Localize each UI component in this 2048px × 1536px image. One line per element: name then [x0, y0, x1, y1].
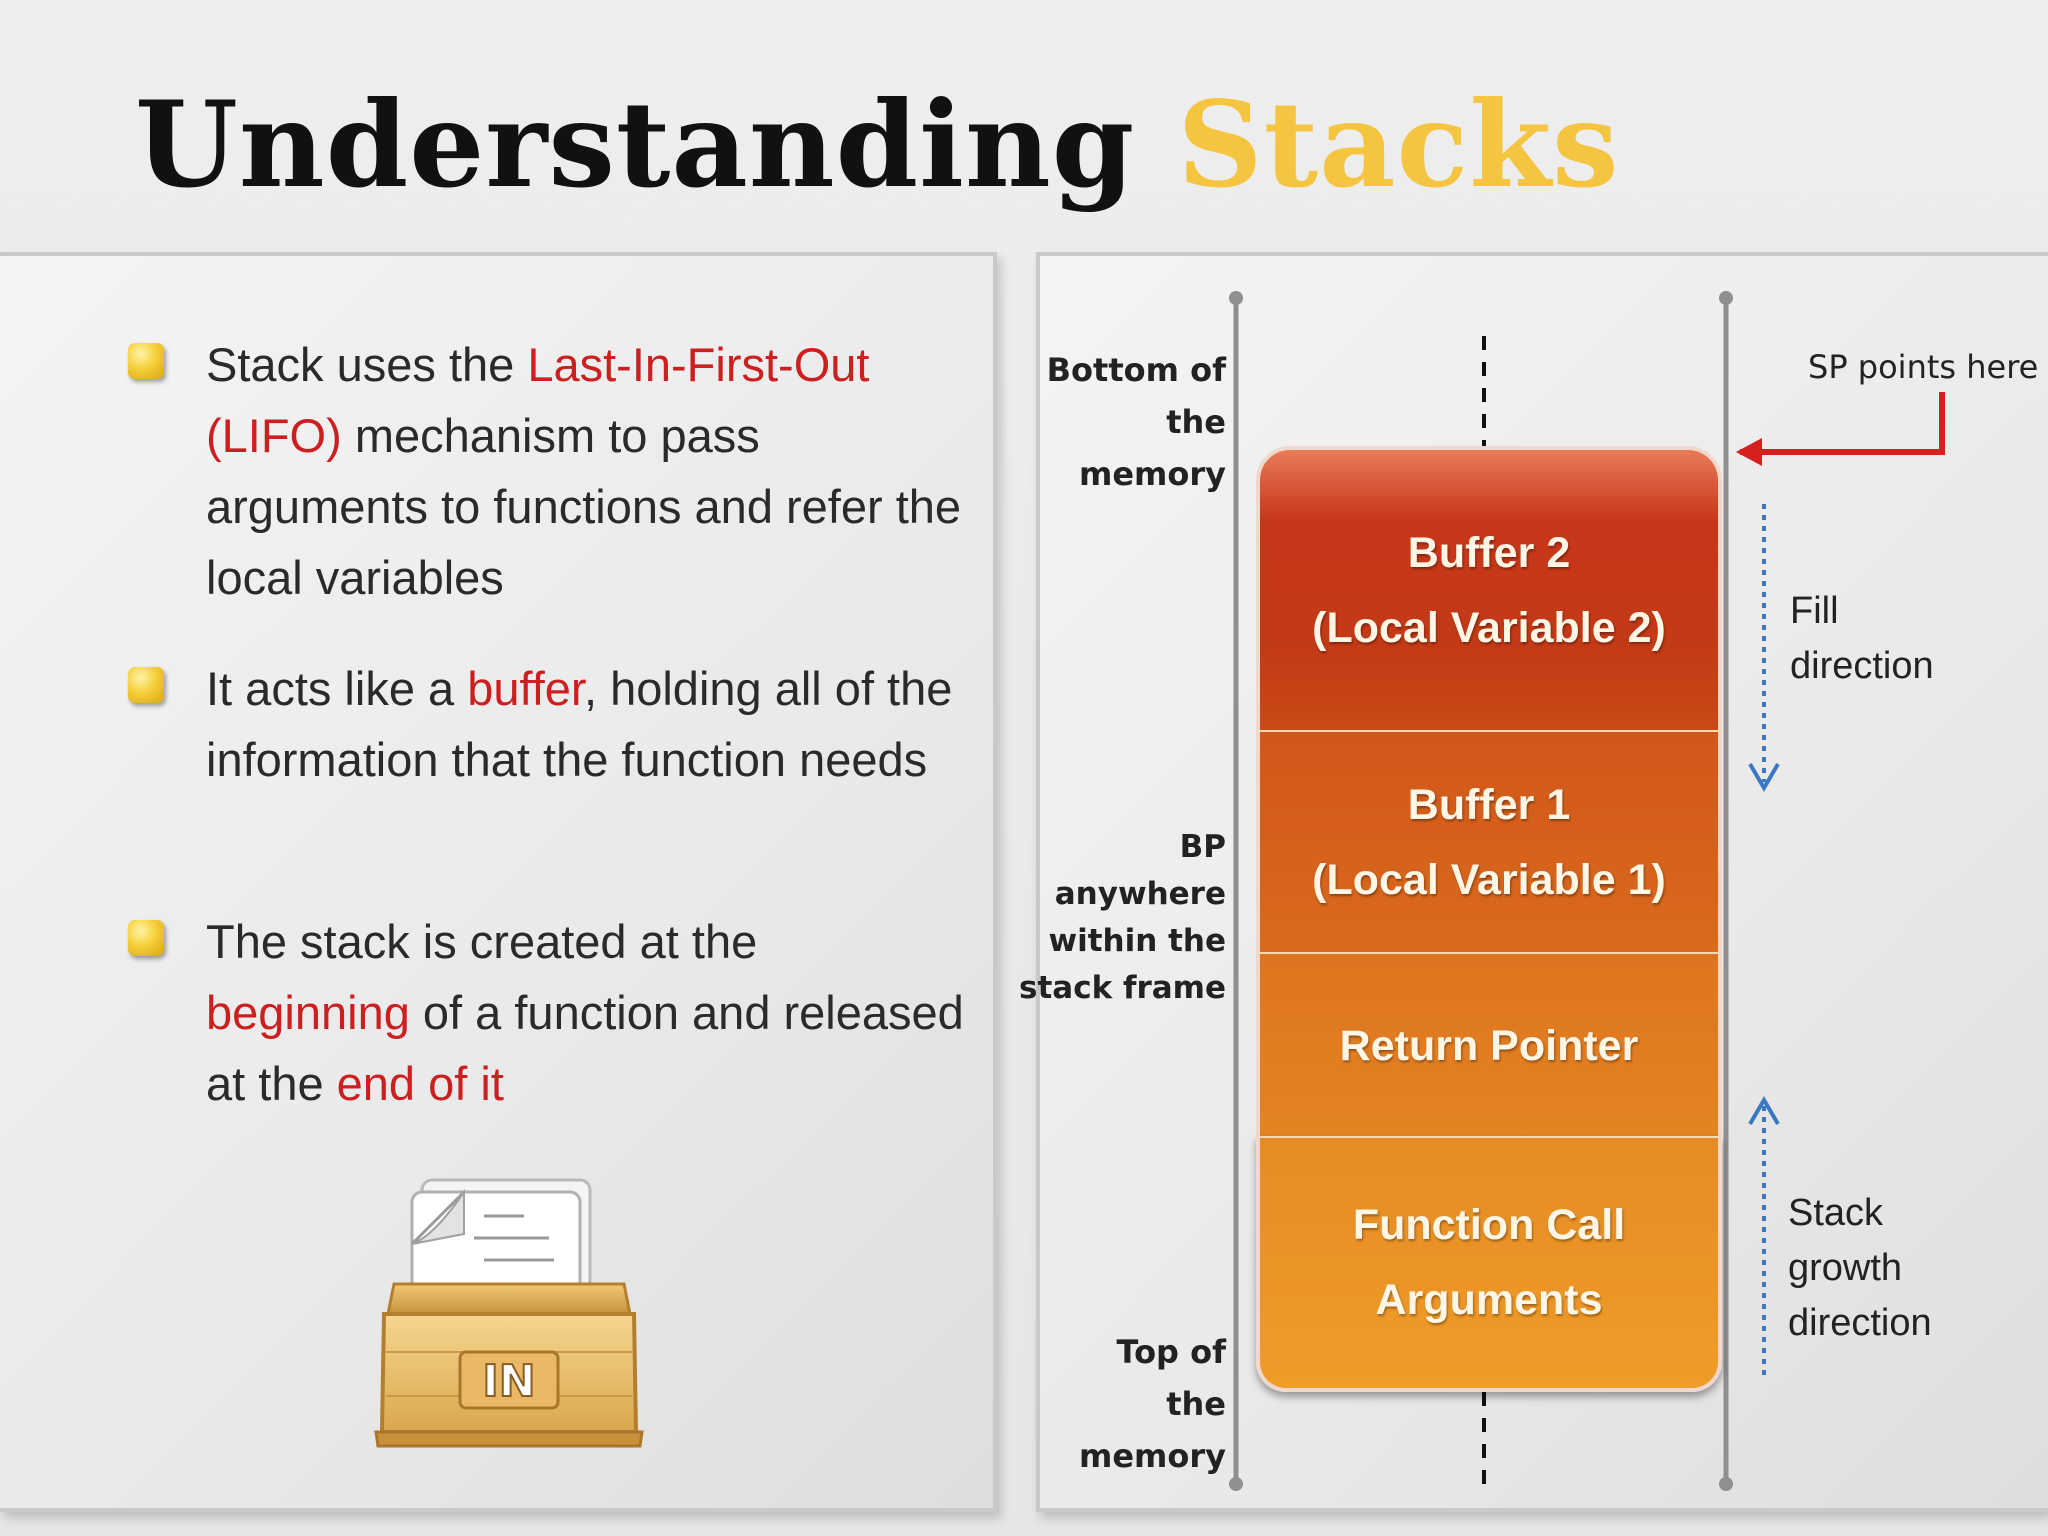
title-part-understanding: Understanding	[135, 75, 1136, 214]
block-label-line: (Local Variable 2)	[1312, 604, 1666, 652]
in-tray-icon: IN	[374, 1178, 644, 1448]
bullet-square-icon	[128, 343, 164, 379]
label-line: Fill	[1790, 590, 1839, 632]
label-line: direction	[1790, 645, 1934, 687]
left-boundary-top-dot	[1229, 291, 1243, 305]
label-line: memory	[1078, 455, 1226, 493]
label-line: the	[1166, 403, 1226, 441]
bullet-text: The stack is created at the beginning of…	[206, 906, 966, 1119]
bullet-list: Stack uses the Last-In-First-Out (LIFO) …	[0, 256, 993, 1508]
block-label-line: Arguments	[1375, 1276, 1603, 1324]
in-tray-label: IN	[482, 1356, 535, 1407]
label-line: growth	[1788, 1247, 1903, 1289]
block-label-line: Buffer 1	[1407, 781, 1571, 829]
fill-direction-label: Fill direction	[1790, 584, 1934, 694]
bottom-of-memory-label: Bottom of the memory	[1047, 344, 1226, 500]
bullet-square-icon	[128, 920, 164, 956]
label-line: BP	[1179, 829, 1226, 865]
label-line: Bottom of	[1046, 351, 1226, 389]
stack-block-buffer-2: Buffer 2 (Local Variable 2)	[1256, 446, 1722, 732]
stack-block-buffer-1: Buffer 1 (Local Variable 1)	[1256, 730, 1722, 954]
highlighted-text: beginning	[206, 986, 410, 1039]
block-label-line: Function Call	[1352, 1201, 1626, 1249]
stack-diagram: Bottom of the memory BP anywhere within …	[1019, 256, 2048, 1508]
sp-arrow-head-icon	[1736, 438, 1762, 466]
stack-frame-lines	[1229, 291, 1945, 1491]
highlighted-text: Last-In-First-Out (LIFO)	[206, 338, 870, 462]
fill-direction-arrow-icon	[1748, 762, 1780, 792]
block-label-line: Return Pointer	[1339, 1021, 1639, 1070]
bp-label: BP anywhere within the stack frame	[1019, 824, 1226, 1012]
stack-block-return-pointer: Return Pointer	[1256, 952, 1722, 1138]
stack-block-function-call-arguments: Function Call Arguments	[1256, 1136, 1722, 1392]
label-line: the	[1166, 1385, 1226, 1423]
bullet-text-segment: , holding all of the information that th…	[206, 662, 953, 786]
label-line: Stack	[1788, 1192, 1884, 1234]
label-line: memory	[1078, 1437, 1226, 1475]
right-boundary-top-dot	[1719, 291, 1733, 305]
growth-direction-arrow-icon	[1748, 1096, 1780, 1126]
bullet-square-icon	[128, 667, 164, 703]
bullet-text: It acts like a buffer, holding all of th…	[206, 653, 966, 795]
page-title: Understanding Stacks	[135, 60, 1620, 230]
bullets-panel: Stack uses the Last-In-First-Out (LIFO) …	[0, 252, 997, 1512]
bullet-text: Stack uses the Last-In-First-Out (LIFO) …	[206, 329, 966, 613]
bullet-text-segment: Stack uses the	[206, 338, 528, 391]
bullet-text-segment: The stack is created at the	[206, 915, 758, 968]
block-label-line: (Local Variable 1)	[1312, 856, 1666, 904]
growth-direction-label: Stack growth direction	[1788, 1186, 1932, 1351]
label-line: direction	[1788, 1302, 1932, 1344]
highlighted-text: buffer	[467, 662, 584, 715]
sp-points-here-label: SP points here	[1808, 348, 2039, 386]
top-of-memory-label: Top of the memory	[1079, 1326, 1226, 1482]
left-boundary-bottom-dot	[1229, 1477, 1243, 1491]
highlighted-text: end of it	[336, 1057, 504, 1110]
sp-arrow-line	[1740, 392, 1945, 455]
label-line: within the	[1048, 923, 1226, 959]
stack-diagram-panel: Bottom of the memory BP anywhere within …	[1019, 252, 2048, 1512]
label-line: Top of	[1116, 1333, 1226, 1371]
bullet-text-segment: of a function and released at the	[206, 986, 964, 1110]
right-boundary-bottom-dot	[1719, 1477, 1733, 1491]
label-line: stack frame	[1019, 970, 1226, 1006]
title-part-stacks: Stacks	[1177, 75, 1620, 214]
block-label-line: Buffer 2	[1407, 529, 1571, 577]
bullet-text-segment: It acts like a	[206, 662, 468, 715]
label-line: anywhere	[1054, 876, 1226, 912]
bullet-text-segment: mechanism to pass arguments to functions…	[206, 409, 962, 604]
